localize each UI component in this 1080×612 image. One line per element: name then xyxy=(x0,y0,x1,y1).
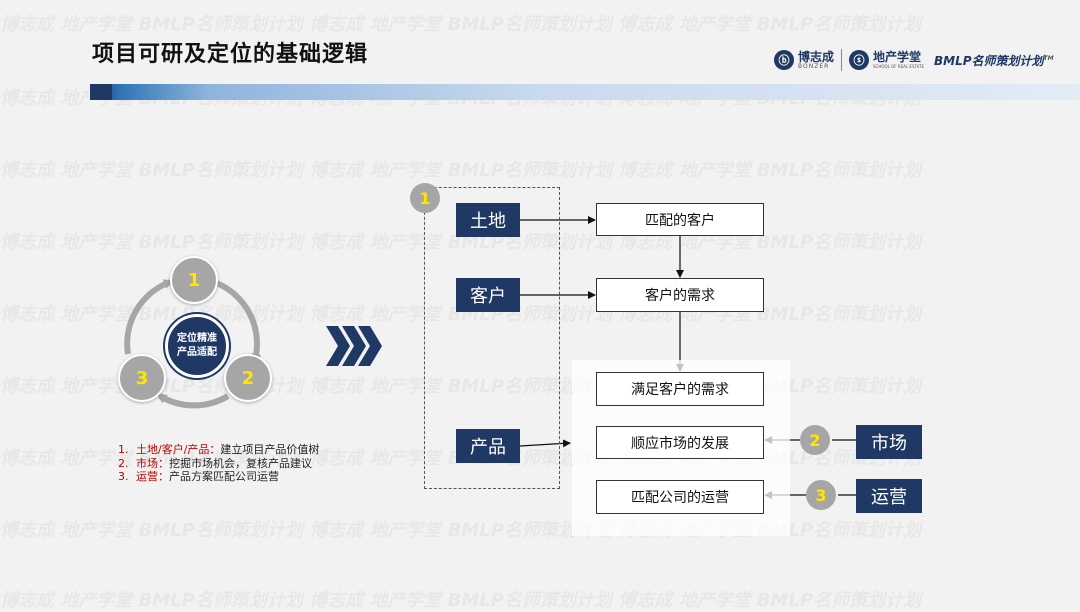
legend-value: 挖掘市场机会，复核产品建议 xyxy=(169,456,312,470)
page-title: 项目可研及定位的基础逻辑 xyxy=(92,42,369,67)
legend-key: 土地/客户/产品： xyxy=(136,443,221,456)
cycle-step-1-badge: 1 xyxy=(170,256,218,304)
input-group-frame xyxy=(424,187,560,489)
school-logo-sub: SCHOOL OF REAL ESTATE xyxy=(873,63,925,69)
legend-key: 运营： xyxy=(136,470,169,483)
watermark-row: 博志成 地产学堂 BMLP名师策划计划 博志成 地产学堂 BMLP名师策划计划 … xyxy=(0,586,1080,612)
legend-row: 3. 运营： 产品方案匹配公司运营 xyxy=(118,470,319,484)
legend-num: 3. xyxy=(118,470,129,483)
match-operation-box: 匹配公司的运营 xyxy=(596,480,764,514)
legend-value: 产品方案匹配公司运营 xyxy=(169,470,279,483)
cycle-center: 定位精准 产品适配 xyxy=(165,314,229,378)
market-trend-box: 顺应市场的发展 xyxy=(596,426,764,459)
flow-step-2-badge: 2 xyxy=(800,425,830,455)
watermark-row: 博志成 地产学堂 BMLP名师策划计划 博志成 地产学堂 BMLP名师策划计划 … xyxy=(0,156,1080,182)
header-bar-accent xyxy=(90,84,112,100)
arrow-product-to-flow xyxy=(519,439,571,448)
watermark-row: 博志成 地产学堂 BMLP名师策划计划 博志成 地产学堂 BMLP名师策划计划 … xyxy=(0,10,1080,36)
legend-num: 2. xyxy=(118,456,129,470)
flow-step-1-badge: 1 xyxy=(410,183,440,213)
logo-divider xyxy=(841,49,843,71)
meet-needs-box: 满足客户的需求 xyxy=(596,372,764,406)
header-bar xyxy=(90,84,1080,100)
flow-step-3-badge: 3 xyxy=(806,480,836,510)
school-logo: 地产学堂 SCHOOL OF REAL ESTATE xyxy=(873,51,924,70)
bmlp-logo: BMLP名师策划计划TM xyxy=(934,52,1054,69)
chevron-arrows-icon xyxy=(326,326,382,366)
cycle-step-2-badge: 2 xyxy=(224,354,272,402)
legend-key: 市场： xyxy=(136,456,169,470)
match-customer-box: 匹配的客户 xyxy=(596,203,764,236)
cycle-center-line2: 产品适配 xyxy=(177,347,217,358)
bonzer-logo-text: 博志成 xyxy=(798,49,835,64)
header-logos: ⓑ 博志成 BONZER ⓢ 地产学堂 SCHOOL OF REAL ESTAT… xyxy=(774,48,1054,72)
cycle-step-3-badge: 3 xyxy=(118,354,166,402)
legend-value: 建立项目产品价值树 xyxy=(220,443,320,456)
watermark-row: 博志成 地产学堂 BMLP名师策划计划 博志成 地产学堂 BMLP名师策划计划 … xyxy=(0,228,1080,254)
legend: 1. 土地/客户/产品： 建立项目产品价值树 2. 市场： 挖掘市场机会，复核产… xyxy=(118,443,319,484)
cycle-ring xyxy=(124,279,262,409)
land-box: 土地 xyxy=(456,203,520,237)
legend-row: 1. 土地/客户/产品： 建立项目产品价值树 xyxy=(118,443,319,457)
bonzer-logo: 博志成 BONZER xyxy=(798,51,834,70)
customer-box: 客户 xyxy=(456,278,520,312)
cycle-center-line1: 定位精准 xyxy=(177,333,217,344)
bonzer-logo-sub: BONZER xyxy=(798,62,830,70)
customer-needs-box: 客户的需求 xyxy=(596,278,764,312)
product-box: 产品 xyxy=(456,429,520,463)
school-logo-icon: ⓢ xyxy=(849,50,870,70)
legend-num: 1. xyxy=(118,443,129,456)
legend-row: 2. 市场： 挖掘市场机会，复核产品建议 xyxy=(118,457,319,471)
bmlp-logo-text: BMLP名师策划计划 xyxy=(934,53,1044,68)
bonzer-logo-icon: ⓑ xyxy=(774,50,794,70)
operation-box: 运营 xyxy=(856,479,922,513)
bmlp-logo-tm: TM xyxy=(1043,54,1054,62)
school-logo-text: 地产学堂 xyxy=(873,49,922,64)
market-box: 市场 xyxy=(856,425,922,459)
